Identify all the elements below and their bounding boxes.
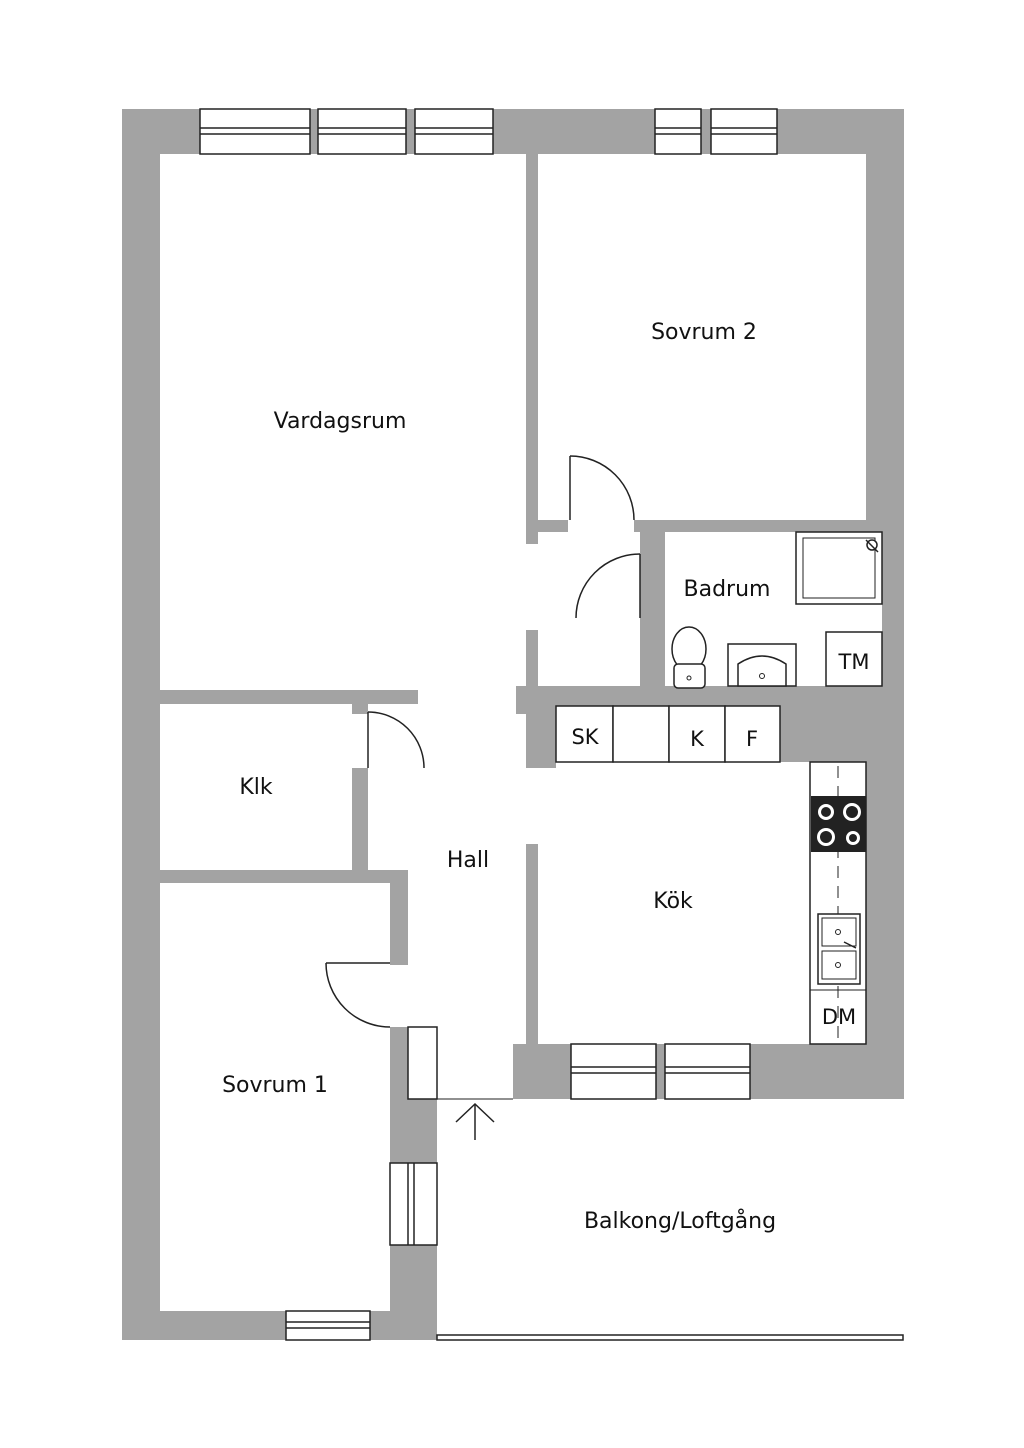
window-living-2 xyxy=(317,108,407,155)
windows xyxy=(199,108,778,1341)
kitchen-counter: DM xyxy=(809,761,867,1045)
window-bedroom2-2 xyxy=(710,108,778,155)
window-living-3 xyxy=(414,108,494,155)
washing-machine: TM xyxy=(825,631,883,687)
interior-walls xyxy=(160,154,866,1339)
door-bedroom1 xyxy=(325,962,391,1028)
toilet-icon xyxy=(671,626,707,689)
window-bedroom1-bottom xyxy=(285,1310,371,1341)
label-balcony: Balkong/Loftgång xyxy=(584,1208,776,1234)
freezer-label: F xyxy=(746,727,758,751)
appliance-row: SK K F xyxy=(555,705,781,763)
dishwasher-label: DM xyxy=(822,1005,856,1029)
fridge-label: K xyxy=(690,727,705,751)
window-bedroom2-1 xyxy=(654,108,702,155)
window-bedroom1-side xyxy=(389,1162,438,1246)
label-bathroom: Badrum xyxy=(684,577,771,602)
entrance-arrow-icon xyxy=(455,1102,495,1140)
door-bathroom xyxy=(575,553,641,619)
washer-label: TM xyxy=(838,650,870,674)
kitchen-sink-icon xyxy=(817,913,861,985)
bathroom-fixtures: TM xyxy=(671,531,883,689)
window-kitchen-2 xyxy=(664,1043,751,1100)
label-bedroom-1: Sovrum 1 xyxy=(222,1073,328,1098)
stove-icon xyxy=(811,796,866,852)
room-labels: Vardagsrum Sovrum 2 Badrum Klk Hall Kök … xyxy=(222,320,776,1234)
label-living-room: Vardagsrum xyxy=(274,409,407,434)
doors xyxy=(325,455,641,1028)
window-kitchen-1 xyxy=(570,1043,657,1100)
label-bedroom-2: Sovrum 2 xyxy=(651,320,757,345)
window-hall-side xyxy=(407,1026,438,1100)
sink-icon xyxy=(727,643,797,687)
door-closet xyxy=(367,711,425,769)
label-hall: Hall xyxy=(447,848,489,873)
balcony-railing xyxy=(436,1098,904,1341)
label-closet: Klk xyxy=(239,775,273,800)
window-living-1 xyxy=(199,108,311,155)
shower-icon xyxy=(795,531,883,605)
door-bedroom2 xyxy=(569,455,635,521)
wardrobe-label: SK xyxy=(571,725,599,749)
label-kitchen: Kök xyxy=(653,889,693,914)
